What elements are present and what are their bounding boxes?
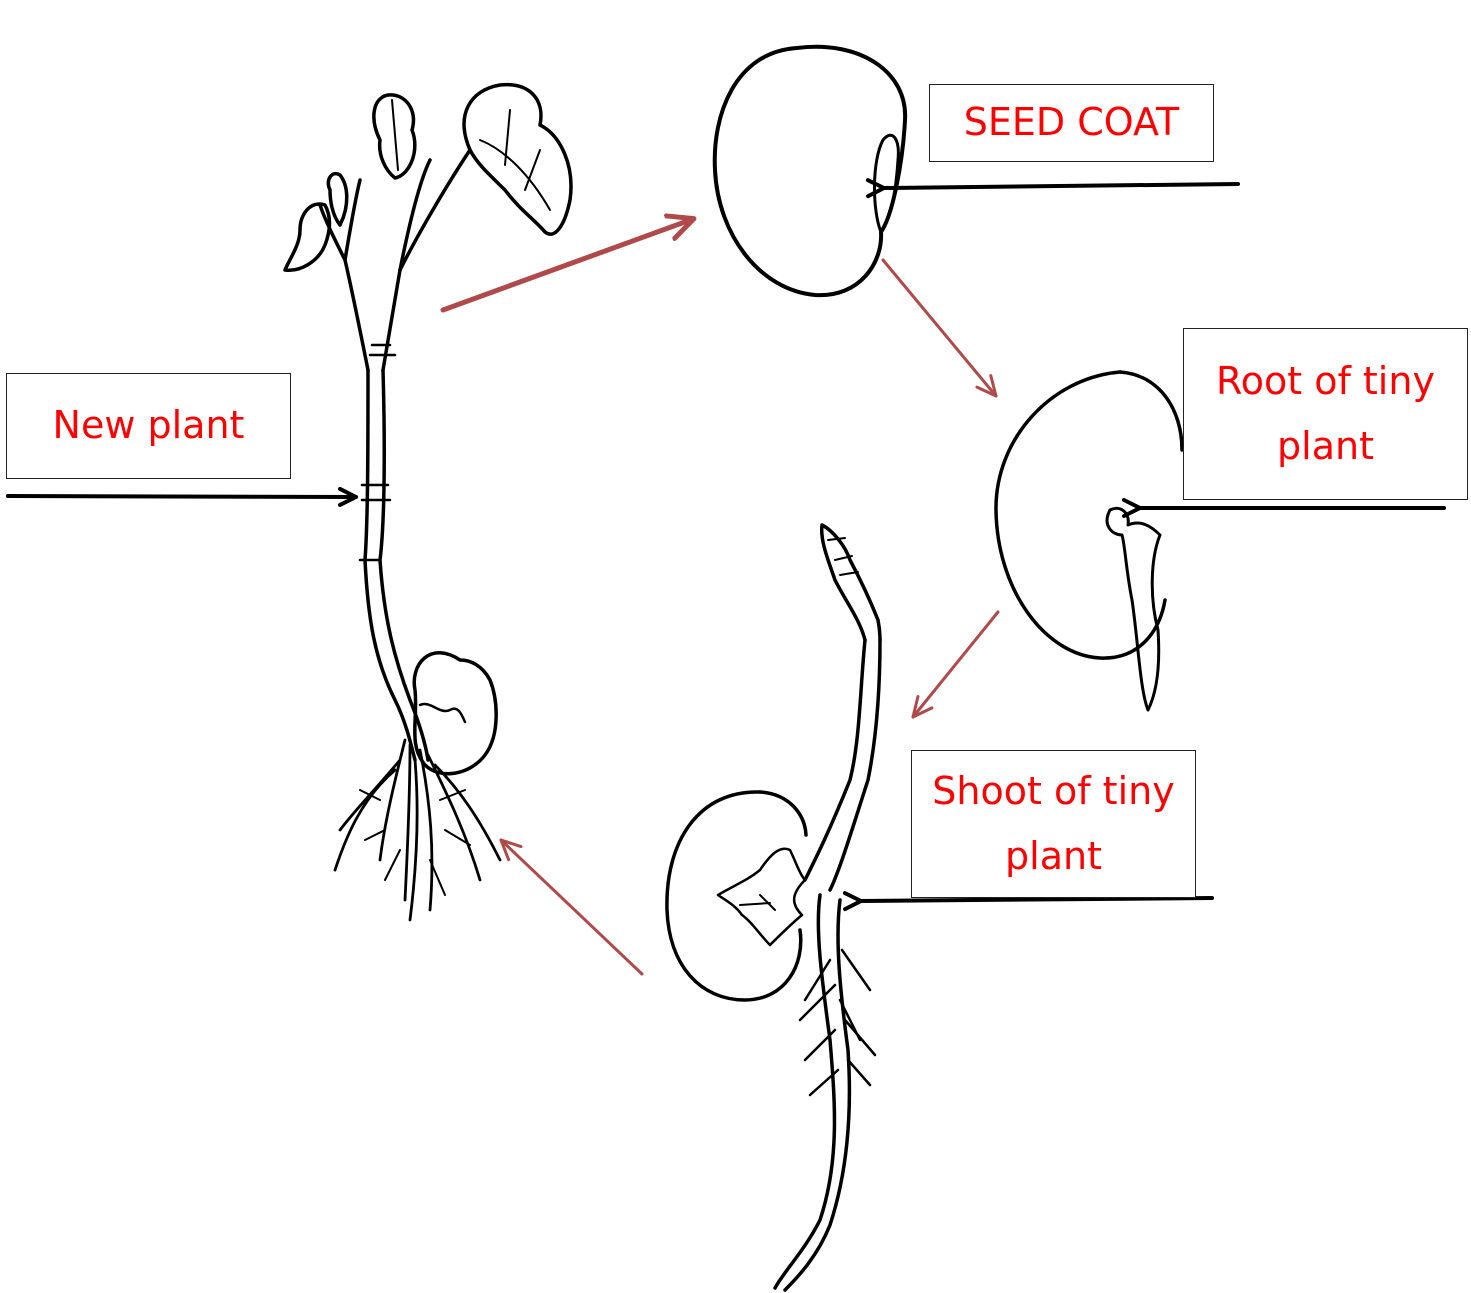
label-root-of-tiny-plant: Root of tiny plant [1183, 328, 1468, 500]
seed-icon [715, 47, 905, 295]
cycle-arrow-seedling-to-plant [501, 840, 642, 974]
label-shoot-text: Shoot of tiny plant [922, 759, 1185, 890]
label-shoot-of-tiny-plant: Shoot of tiny plant [911, 750, 1196, 898]
cycle-arrow-germination-to-seedling [913, 612, 998, 717]
germinating-seed-icon [996, 372, 1182, 710]
label-seed-coat-text: SEED COAT [964, 90, 1180, 155]
pointer-arrow-shoot [861, 898, 1212, 901]
label-root-text: Root of tiny plant [1194, 349, 1457, 480]
pointer-arrow-seed-coat [884, 184, 1238, 188]
young-plant-icon [285, 85, 571, 920]
seedling-icon [667, 525, 880, 1290]
cycle-arrow-seed-to-germination [883, 260, 996, 396]
label-new-plant-text: New plant [53, 393, 245, 458]
label-seed-coat: SEED COAT [929, 84, 1214, 162]
pointer-arrow-new-plant [8, 496, 356, 497]
cycle-arrow-plant-to-seed [443, 219, 693, 310]
label-new-plant: New plant [6, 373, 291, 479]
